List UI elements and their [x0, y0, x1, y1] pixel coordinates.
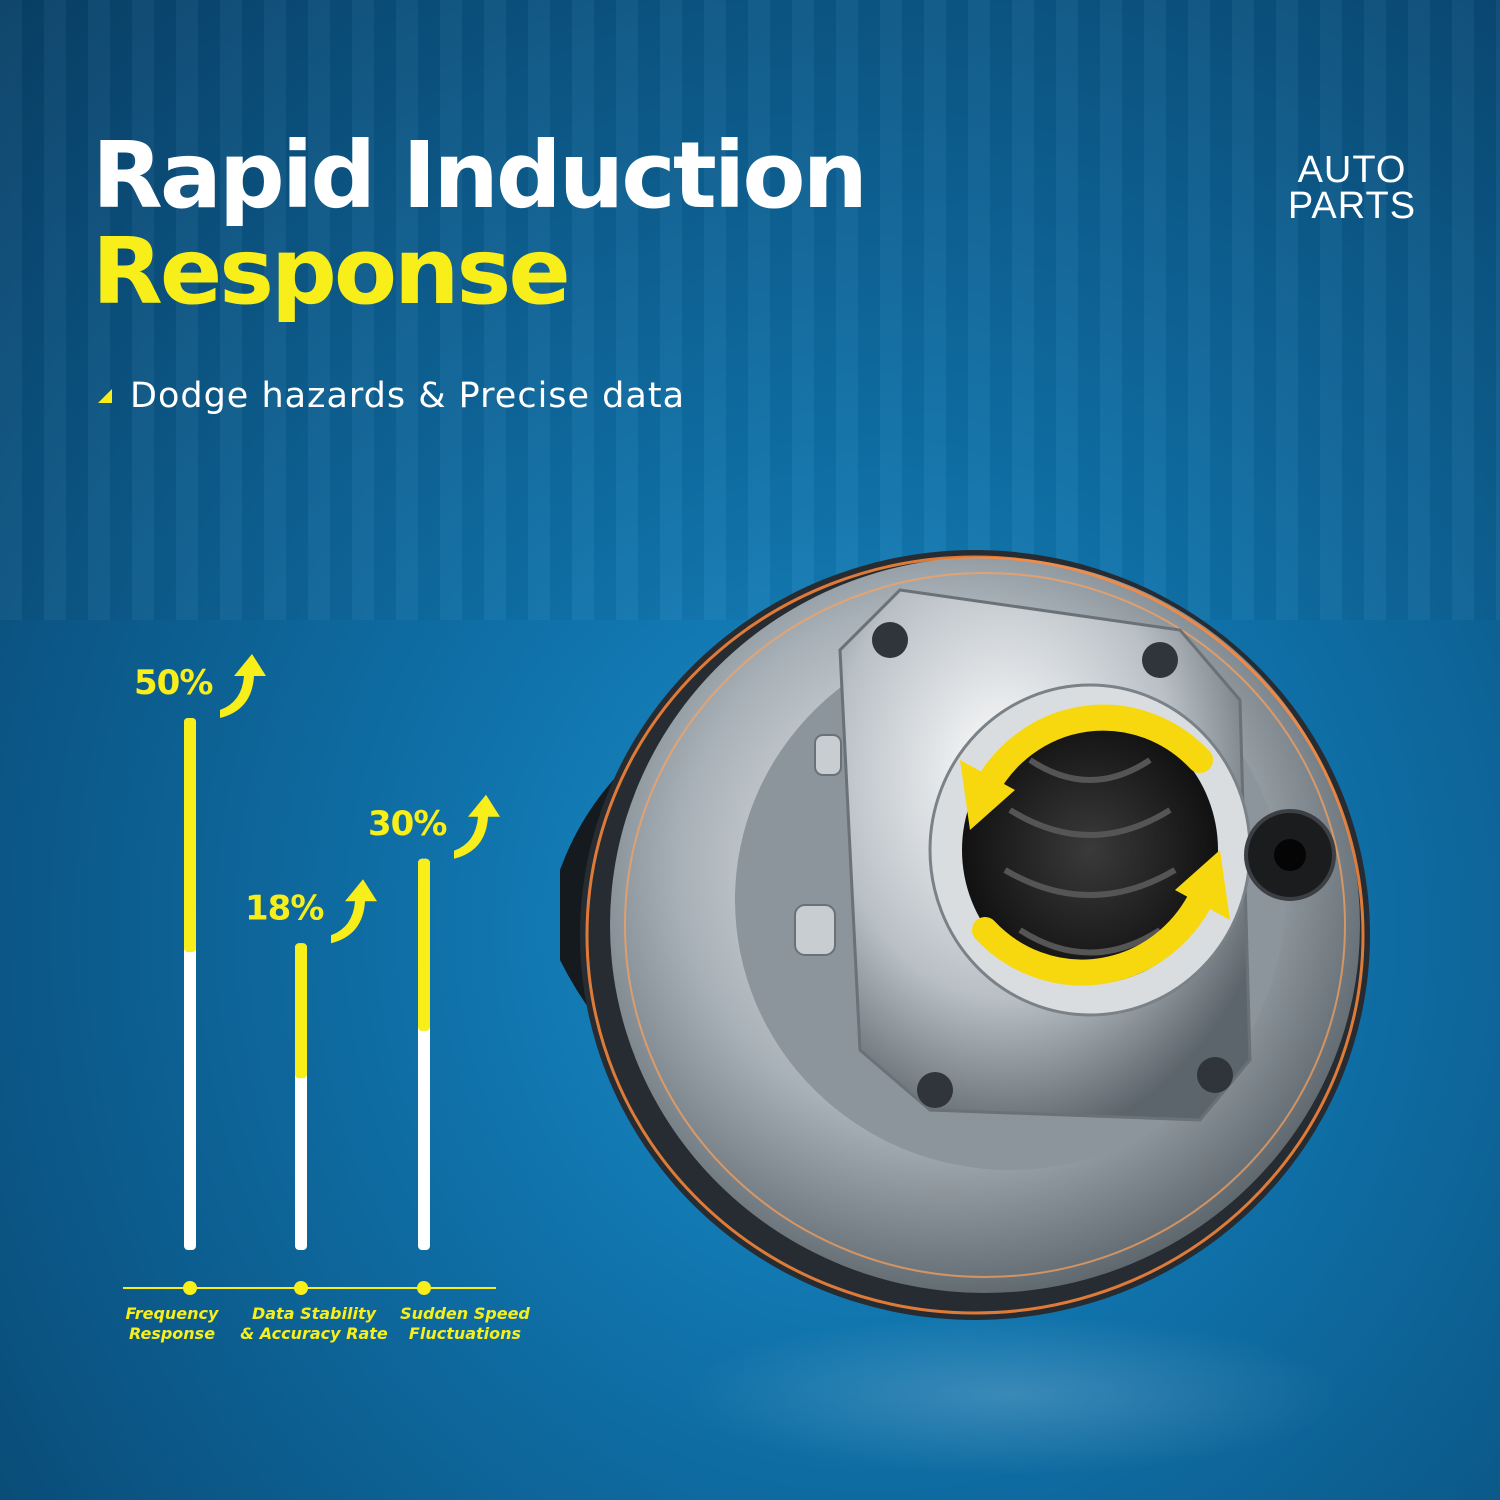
- cv-boot-ribs: [1003, 757, 1177, 956]
- wheel-stud: [814, 734, 842, 776]
- axle-nut-socket: [1274, 839, 1306, 871]
- category-label-3: Sudden Speed: [400, 1304, 530, 1323]
- category-label-1: Response: [129, 1324, 215, 1343]
- floor-reflection: [680, 1315, 1340, 1475]
- category-label-2: & Accuracy Rate: [240, 1324, 388, 1343]
- wheel-stud: [794, 904, 836, 956]
- title-line-1: Rapid Induction: [92, 122, 868, 229]
- data-label-2: 18%: [245, 888, 323, 928]
- axis-dot-2: [294, 1281, 308, 1295]
- feature-bullet: Dodge hazards & Precise data: [98, 376, 685, 416]
- brand-line-1: AUTO: [1297, 149, 1407, 191]
- data-label-3: 30%: [368, 804, 446, 844]
- page-title: Rapid Induction Response: [92, 122, 868, 325]
- bar-highlight-3: [418, 858, 430, 1031]
- feature-bullet-text: Dodge hazards & Precise data: [130, 376, 686, 416]
- bolt-hole: [872, 622, 908, 658]
- category-label-1: Frequency: [126, 1304, 219, 1323]
- axis-dot-3: [417, 1281, 431, 1295]
- data-label-1: 50%: [134, 663, 212, 703]
- disc-glow-ring-inner: [624, 572, 1346, 1278]
- brand-line-2: PARTS: [1287, 185, 1417, 227]
- category-label-2: Data Stability: [252, 1304, 377, 1323]
- title-line-2: Response: [92, 218, 571, 325]
- bolt-hole: [917, 1072, 953, 1108]
- rotation-arrows-icon: [960, 704, 1230, 986]
- bar-highlight-2: [295, 943, 307, 1079]
- bar-highlight-1: [184, 718, 196, 953]
- axis-dot-1: [183, 1281, 197, 1295]
- bullet-marker-icon: [98, 389, 112, 403]
- cv-boot: [962, 716, 1218, 984]
- disc-glow-ring: [585, 555, 1365, 1315]
- bolt-hole: [1142, 642, 1178, 678]
- brand-logo: AUTO PARTS: [1272, 149, 1432, 227]
- bolt-hole: [1197, 1057, 1233, 1093]
- trend-up-arrow-icon: [220, 654, 266, 718]
- category-label-3: Fluctuations: [409, 1324, 521, 1343]
- trend-up-arrow-icon: [331, 879, 377, 944]
- trend-up-arrow-icon: [454, 794, 500, 859]
